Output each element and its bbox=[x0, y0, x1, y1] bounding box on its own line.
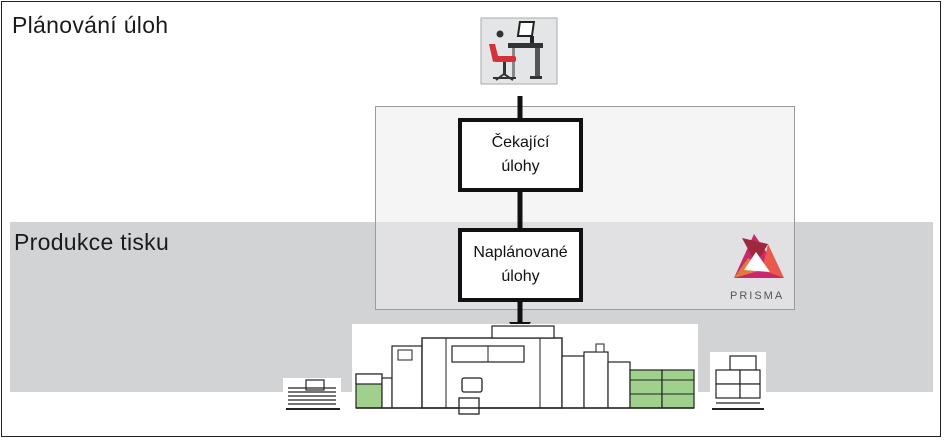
output-stack-icon bbox=[710, 352, 766, 412]
workstation-icon bbox=[480, 17, 558, 85]
prisma-panel bbox=[375, 106, 795, 310]
job-planning-title: Plánování úloh bbox=[12, 12, 169, 38]
waiting-jobs-box: Čekající úlohy bbox=[458, 118, 583, 192]
prisma-logo-icon bbox=[734, 234, 784, 278]
prisma-wordmark: PRISMA bbox=[730, 290, 785, 302]
print-production-title: Produkce tisku bbox=[14, 229, 170, 255]
paper-stack-icon bbox=[283, 378, 341, 412]
scheduled-jobs-box: Naplánované úlohy bbox=[458, 228, 583, 302]
production-printer-icon bbox=[352, 324, 698, 415]
